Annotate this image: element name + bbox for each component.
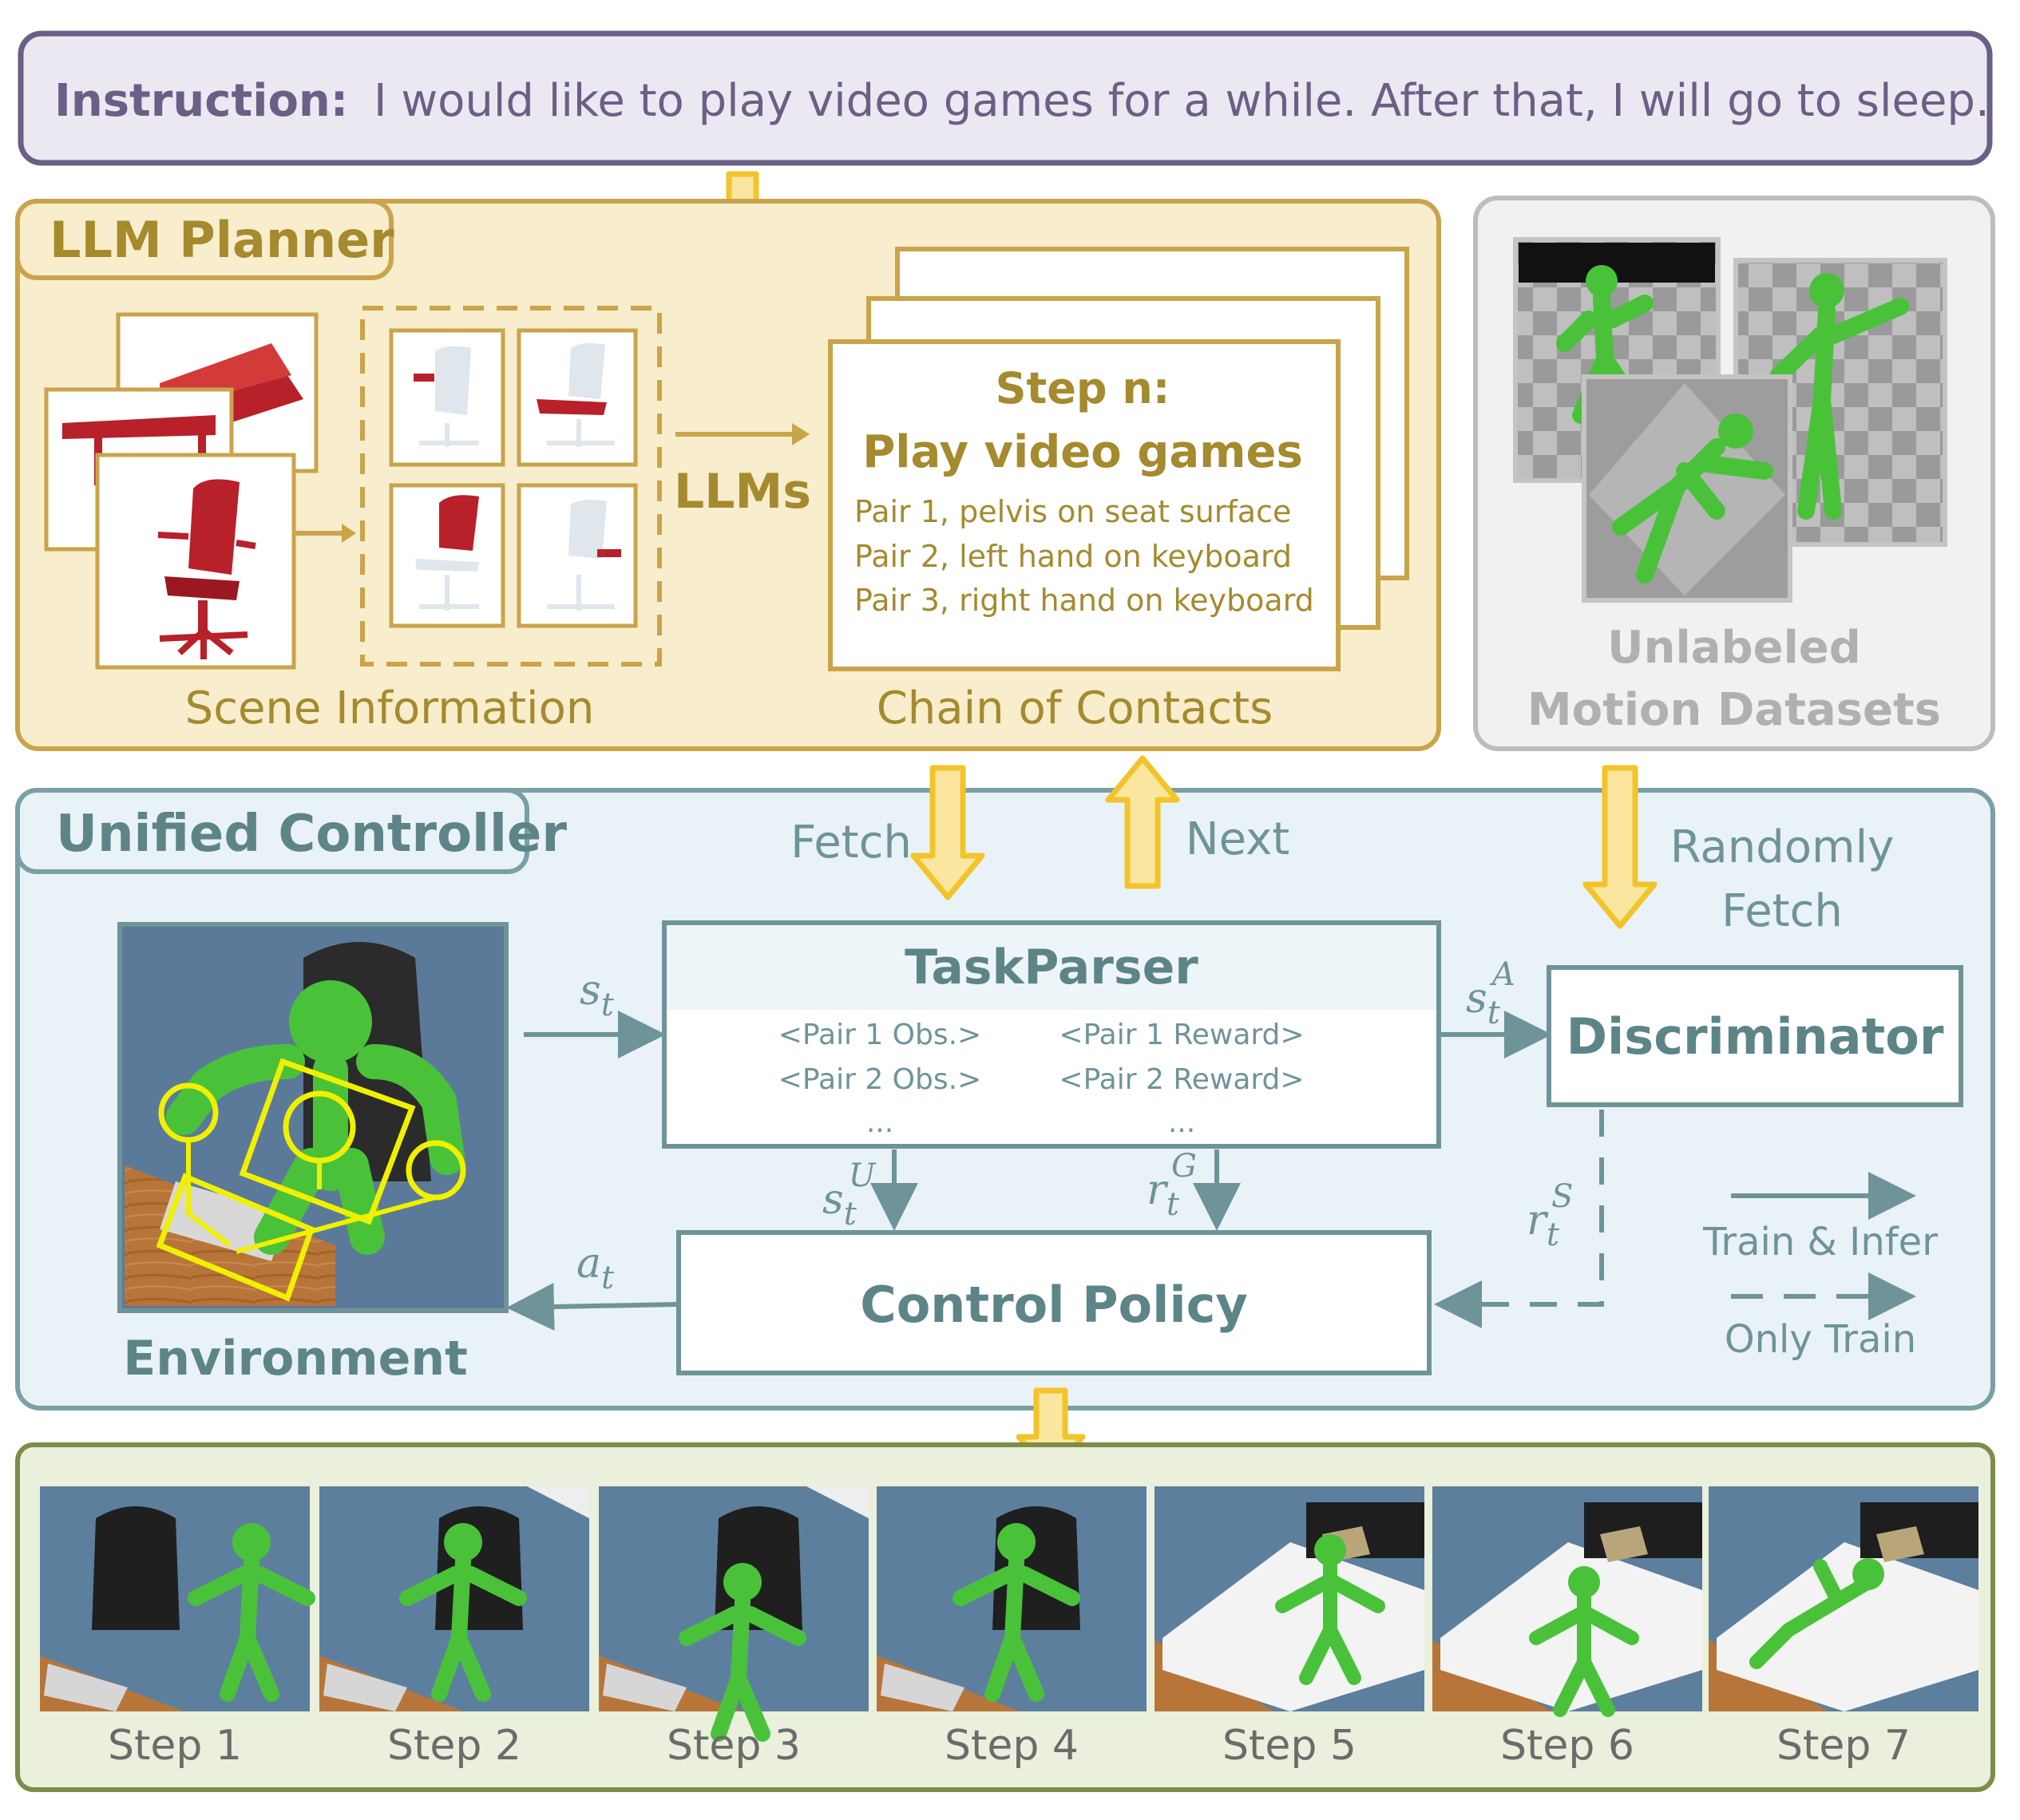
step-5-label: Step 5 — [1222, 1722, 1357, 1770]
fetch-label-2: Fetch — [1721, 885, 1843, 937]
contact-highlights — [156, 1058, 466, 1302]
step-6-panel: Step 6 — [1432, 1486, 1702, 1770]
taskparser-box: TaskParser <Pair 1 Obs.> <Pair 2 Obs.> .… — [662, 920, 1441, 1149]
legend-train-infer: Train & Infer — [1702, 1220, 1938, 1264]
randomly-fetch-arrow — [1582, 765, 1658, 929]
step-6-label: Step 6 — [1500, 1722, 1634, 1770]
unlabeled-label: Unlabeled — [1607, 622, 1861, 674]
discriminator-label: Discriminator — [1566, 1007, 1944, 1066]
llm-planner-title: LLM Planner — [50, 211, 394, 269]
motion-thumb-3 — [1582, 374, 1792, 603]
chair-part-seat — [517, 328, 638, 467]
chain-of-contacts-label: Chain of Contacts — [877, 682, 1273, 734]
fetch-label: Fetch — [790, 817, 912, 868]
reward-S-symbol: rtS — [1527, 1178, 1573, 1253]
step-2-label: Step 2 — [387, 1722, 521, 1770]
instruction-text: I would like to play video games for a w… — [374, 75, 1990, 127]
state-A-symbol: stA — [1466, 956, 1515, 1031]
environment-label: Environment — [123, 1331, 468, 1387]
unified-controller-tab — [15, 788, 529, 874]
pair-1-text: Pair 1, pelvis on seat surface — [854, 494, 1291, 529]
control-policy-box: Control Policy — [676, 1230, 1432, 1375]
discriminator-box: Discriminator — [1547, 965, 1963, 1107]
taskparser-title: TaskParser — [905, 940, 1198, 995]
reward-G-symbol: rtG — [1147, 1148, 1197, 1223]
unified-controller-title: Unified Controller — [56, 805, 567, 864]
reward-ellipsis: ... — [1168, 1106, 1195, 1139]
pair-1-obs: <Pair 1 Obs.> — [778, 1019, 981, 1051]
chair-parts-group — [360, 306, 662, 667]
llm-planner-panel: LLM Planner — [15, 199, 1441, 751]
control-policy-label: Control Policy — [860, 1276, 1248, 1334]
step-heading: Step n: — [996, 363, 1170, 413]
steps-row: Step 1 Step 2 Step 3 Step 4 Step 5 Step 6 Step… — [40, 1486, 1978, 1770]
pair-1-reward: <Pair 1 Reward> — [1059, 1019, 1304, 1051]
action-symbol: at — [576, 1240, 615, 1296]
step-3-label: Step 3 — [667, 1722, 801, 1770]
fetch-arrow — [910, 765, 985, 900]
randomly-label: Randomly — [1670, 821, 1895, 873]
office-chair-red — [157, 479, 256, 659]
step-7-panel: Step 7 — [1709, 1486, 1978, 1770]
step-2-panel: Step 2 — [319, 1486, 589, 1770]
state-U-symbol: stU — [822, 1157, 877, 1232]
legend: Train & Infer Only Train — [1702, 1172, 1938, 1362]
unified-controller-panel: Unified Controller Fetch Next Randomly F… — [15, 755, 1995, 1410]
svg-text:Instruction: I would lik: Instruction: I would like to play video … — [54, 75, 1990, 127]
pair-2-reward: <Pair 2 Reward> — [1059, 1063, 1304, 1096]
obs-ellipsis: ... — [866, 1106, 893, 1139]
step-4-label: Step 4 — [945, 1722, 1079, 1770]
unlabeled-datasets-panel: Unlabeled Motion Datasets — [1473, 196, 1995, 751]
next-arrow — [1105, 755, 1180, 889]
motion-datasets-label: Motion Datasets — [1527, 684, 1941, 736]
legend-only-train: Only Train — [1725, 1317, 1916, 1362]
step-5-panel: Step 5 — [1155, 1486, 1424, 1770]
chair-part-backrest — [389, 483, 505, 628]
step-4-panel: Step 4 — [877, 1486, 1147, 1770]
pair-2-obs: <Pair 2 Obs.> — [778, 1063, 981, 1096]
scene-cards — [44, 312, 319, 670]
arrow-action-to-environment — [506, 1283, 678, 1331]
chair-part-armrest — [389, 328, 505, 467]
pair-2-text: Pair 2, left hand on keyboard — [854, 539, 1292, 574]
step-1-panel: Step 1 — [40, 1486, 315, 1770]
chair-part-right-armrest — [517, 483, 638, 628]
step-name: Play video games — [862, 426, 1303, 478]
pair-3-text: Pair 3, right hand on keyboard — [854, 583, 1314, 618]
step-7-label: Step 7 — [1776, 1722, 1911, 1770]
environment-image — [117, 922, 509, 1313]
chain-card-front: Step n: Play video games Pair 1, pelvis … — [828, 339, 1341, 671]
scene-information-label: Scene Information — [185, 682, 595, 734]
instruction-label: Instruction: — [54, 75, 348, 127]
state-symbol: st — [580, 967, 615, 1023]
arrow-style-reward — [1434, 1110, 1604, 1328]
step-3-panel: Step 3 — [599, 1486, 869, 1770]
instruction-bar: Instruction: I would like to play video … — [18, 30, 1993, 166]
llm-planner-tab — [15, 199, 394, 280]
instruction-box — [18, 30, 1993, 166]
next-label: Next — [1186, 813, 1289, 865]
step-1-label: Step 1 — [108, 1722, 242, 1770]
llms-label: LLMs — [674, 464, 811, 520]
